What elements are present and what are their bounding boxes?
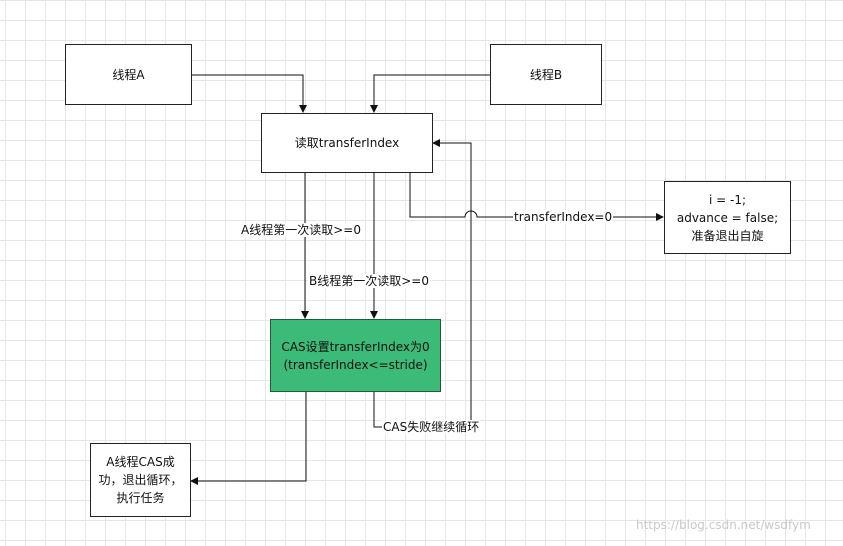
edge-label-cas-fail: CAS失败继续循环	[382, 420, 481, 434]
cas-line: (transferIndex<=stride)	[283, 357, 428, 372]
edge-thread-b-to-read	[370, 74, 491, 113]
a-success-line: 功，退出循环，	[98, 473, 183, 487]
edge-cas-to-a-success	[190, 392, 307, 485]
thread-a-node: 线程A	[65, 44, 192, 105]
cas-line: CAS设置transferIndex为0	[281, 339, 430, 354]
watermark: https://blog.csdn.net/wsdfym	[636, 518, 811, 532]
exit-line: 准备退出自旋	[691, 228, 764, 243]
edge-label-b-first-read: B线程第一次读取>=0	[308, 274, 430, 288]
thread-b-node: 线程B	[490, 44, 602, 105]
a-success-line: 执行任务	[116, 491, 165, 505]
exit-line: advance = false;	[676, 210, 779, 225]
exit-spin-node: i = -1; advance = false; 准备退出自旋	[664, 181, 791, 254]
edge-label-a-first-read: A线程第一次读取>=0	[240, 223, 362, 237]
edge-read-to-exit	[409, 173, 664, 221]
cas-set-text: CAS设置transferIndex为0 (transferIndex<=str…	[281, 338, 429, 374]
cas-set-node: CAS设置transferIndex为0 (transferIndex<=str…	[270, 319, 441, 392]
a-success-line: A线程CAS成	[106, 455, 175, 469]
read-transfer-index-node: 读取transferIndex	[261, 113, 433, 173]
exit-spin-text: i = -1; advance = false; 准备退出自旋	[677, 191, 778, 245]
edge-thread-a-to-read	[191, 74, 307, 113]
exit-line: i = -1;	[708, 192, 746, 207]
a-success-text: A线程CAS成 功，退出循环， 执行任务	[98, 453, 182, 507]
edge-label-index-zero: transferIndex=0	[513, 210, 614, 224]
a-success-node: A线程CAS成 功，退出循环， 执行任务	[90, 443, 191, 517]
